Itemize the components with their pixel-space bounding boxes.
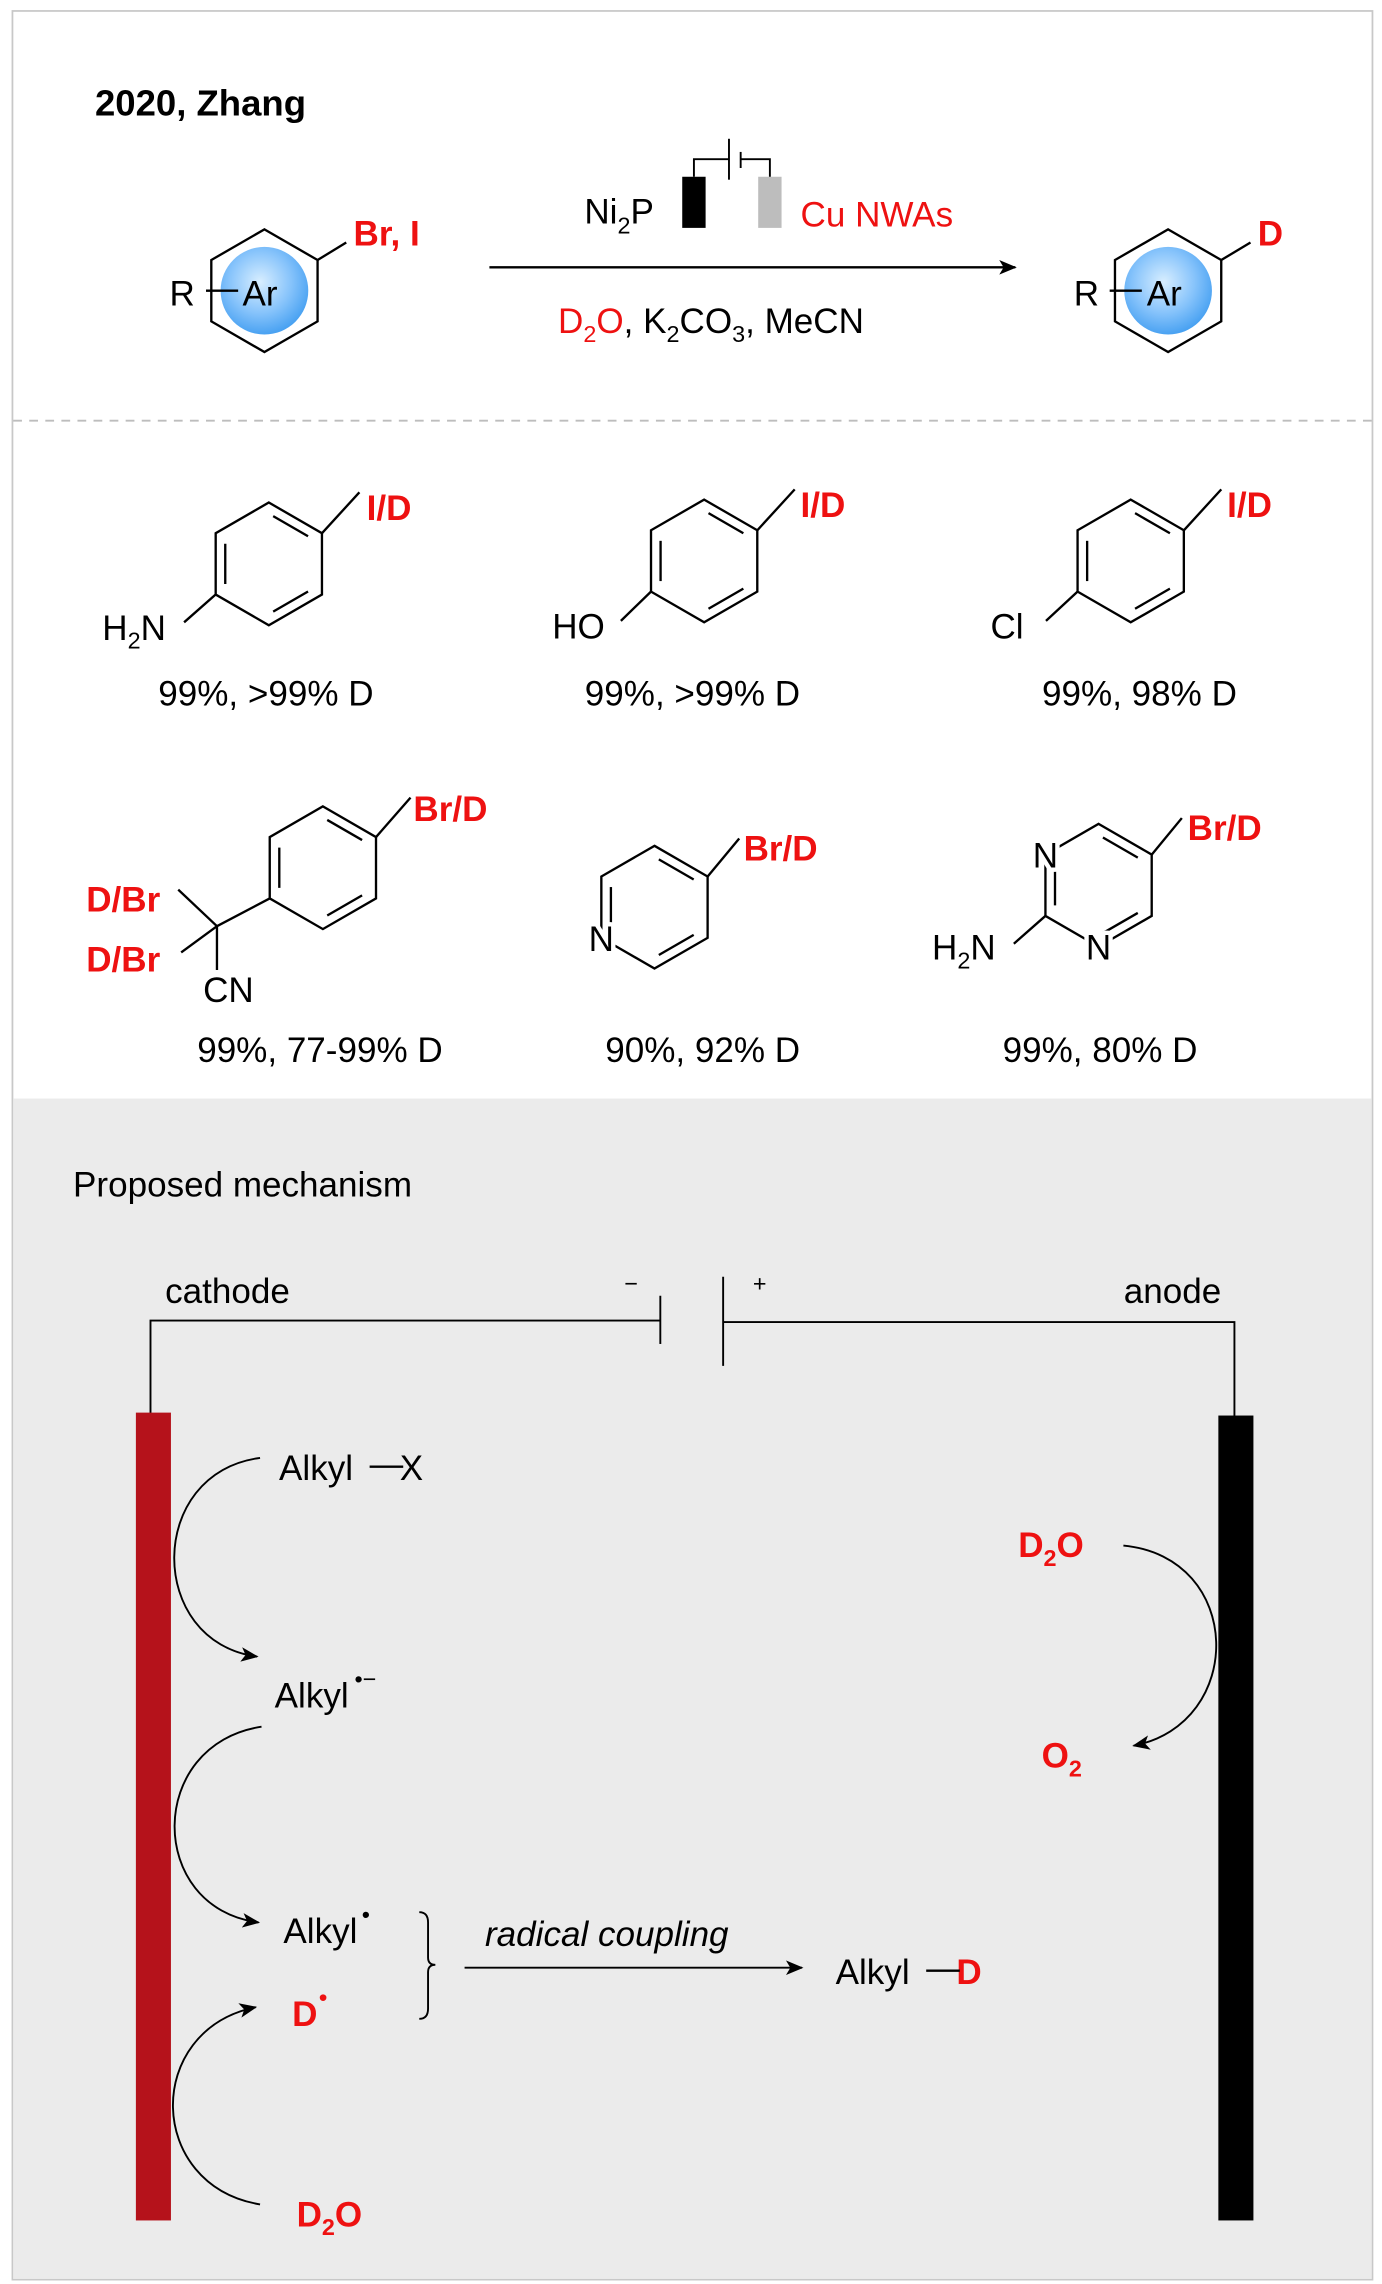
anode-label: anode: [1124, 1272, 1221, 1311]
cathode-label: cathode: [165, 1272, 290, 1311]
aryl-circle: [220, 246, 309, 335]
substituent-label: I/D: [801, 486, 846, 525]
cu-electrode: [758, 176, 782, 228]
substituent-label: I/D: [367, 489, 412, 528]
minus-terminal: −: [624, 1270, 638, 1296]
benzene-ring: [649, 498, 759, 624]
double-bond: [272, 515, 309, 538]
double-bond: [1102, 911, 1139, 935]
oxidation-arrow: [1123, 1544, 1218, 1750]
grouping-brace: [419, 1911, 436, 2020]
coupling-label: radical coupling: [485, 1915, 729, 1954]
yield-label: 99%, 80% D: [1003, 1031, 1198, 1070]
reactant-arene: R Ar Br, I: [169, 214, 420, 354]
ring-bonds: [649, 498, 759, 624]
ring-nitrogen: N: [1033, 837, 1058, 876]
ring-bonds: [1044, 822, 1153, 948]
pyridine-ring: [600, 844, 709, 970]
fragmentation-arrow: [173, 1725, 262, 1928]
ring-bonds: [214, 501, 324, 627]
yield-label: 99%, >99% D: [158, 675, 373, 714]
substituent-label: Br/D: [1188, 809, 1262, 848]
benzene-ring: [214, 501, 324, 627]
mechanism-panel: [13, 1098, 1372, 2279]
double-bond: [1134, 512, 1171, 535]
anode-electrode: [1218, 1415, 1254, 2221]
yield-label: 99%, >99% D: [585, 675, 800, 714]
substituent-label: Br/D: [744, 829, 818, 868]
group-bottom-label: D/Br: [86, 940, 160, 979]
substrate-4-iodophenol: I/D HO 99%, >99% D: [552, 486, 845, 713]
group-top-label: D/Br: [86, 881, 160, 920]
double-bond: [326, 894, 363, 917]
benzene-ring: [1076, 498, 1186, 624]
deuterium-radical: D•: [292, 1985, 327, 2034]
alkyl-radical: Alkyl•: [283, 1901, 370, 1950]
electrode-left-label: Ni2P: [584, 193, 654, 239]
ring-bonds: [1076, 498, 1186, 624]
double-bond: [707, 587, 744, 610]
pyrimidine-ring: [1044, 822, 1153, 948]
deuterium-label: D: [1258, 214, 1283, 253]
benzene-ring: [268, 805, 378, 931]
ring-bonds: [210, 228, 319, 354]
ring-nitrogen: N: [1086, 929, 1111, 968]
benzene-ring: [1113, 228, 1223, 354]
d2o-reduction-arrow: [172, 2003, 261, 2206]
plus-terminal: +: [753, 1270, 767, 1296]
ring-bonds: [268, 805, 378, 931]
group-label: H2N: [102, 609, 166, 654]
substrate-aryl-acetonitrile: Br/D D/Br D/Br CN 99%, 77-99% D: [86, 790, 487, 1070]
aryl-circle: [1124, 246, 1212, 335]
leaving-group: Br, I: [354, 214, 420, 253]
substrate-4-chloroiodobenzene: I/D Cl 99%, 98% D: [990, 486, 1271, 713]
ni2p-electrode: [682, 176, 706, 228]
ring-nitrogen: N: [589, 920, 614, 959]
r-group: R: [169, 274, 194, 313]
yield-label: 99%, 98% D: [1042, 675, 1237, 714]
yield-label: 99%, 77-99% D: [197, 1031, 442, 1070]
ring-bonds: [1113, 228, 1223, 354]
double-bond: [658, 858, 695, 881]
substituent-label: I/D: [1227, 486, 1272, 525]
electrode-right-label: Cu NWAs: [801, 195, 954, 234]
scheme-title: 2020, Zhang: [95, 82, 306, 123]
substituent-label: Br/D: [413, 790, 487, 829]
ring-bonds: [600, 844, 709, 970]
double-bond: [272, 590, 309, 613]
product-arene: R Ar D: [1074, 214, 1283, 354]
group-label: Cl: [990, 607, 1023, 646]
ar-label: Ar: [243, 274, 278, 313]
yield-label: 90%, 92% D: [605, 1031, 800, 1070]
double-bond: [1102, 836, 1139, 859]
substrate-4-iodoaniline: I/D H2N 99%, >99% D: [102, 489, 411, 714]
ar-label: Ar: [1147, 274, 1182, 313]
nitrile-label: CN: [203, 971, 254, 1010]
electrolysis-setup: Ni2P Cu NWAs: [584, 138, 954, 239]
circuit: − +: [149, 1270, 1236, 1418]
reduction-arrow: [173, 1456, 261, 1662]
double-bond: [1134, 587, 1171, 610]
d2o-cathode: D2O: [297, 2195, 363, 2240]
benzene-ring: [210, 228, 319, 354]
r-group: R: [1074, 274, 1099, 313]
d2o-anode: D2O: [1018, 1526, 1084, 1571]
reaction-conditions: D2O, K2CO3, MeCN: [558, 302, 864, 347]
cathode-electrode: [135, 1412, 171, 2221]
oxygen-product: O2: [1042, 1737, 1082, 1782]
double-bond: [658, 933, 695, 956]
group-label: H2N: [932, 929, 996, 974]
double-bond: [326, 818, 363, 842]
alkyl-radical-anion: Alkyl•−: [275, 1666, 377, 1715]
double-bond: [707, 512, 744, 535]
mechanism-title: Proposed mechanism: [73, 1165, 412, 1204]
substrate-aminobromopyrimidine: Br/D N N H2N 99%, 80% D: [932, 809, 1262, 1070]
substrate-4-bromopyridine: Br/D N 90%, 92% D: [584, 829, 818, 1070]
group-label: HO: [552, 607, 605, 646]
